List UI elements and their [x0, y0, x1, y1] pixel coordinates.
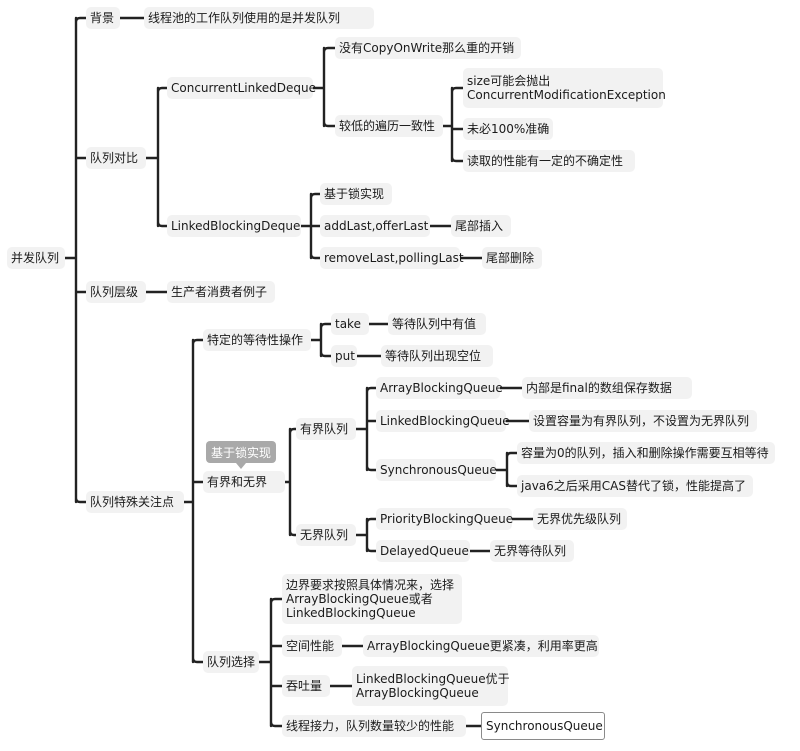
- background-note[interactable]: 线程池的工作队列使用的是并发队列: [144, 7, 374, 29]
- space-note[interactable]: ArrayBlockingQueue更紧凑，利用率更高: [363, 635, 599, 657]
- comparison-node[interactable]: 队列对比: [86, 147, 146, 169]
- background-node[interactable]: 背景: [86, 7, 120, 29]
- synchronous-capacity-note[interactable]: 容量为0的队列，插入和删除操作需要互相等待: [517, 442, 775, 464]
- remove-last-node[interactable]: removeLast,pollingLast: [320, 247, 464, 269]
- array-blocking-queue-node[interactable]: ArrayBlockingQueue: [376, 377, 503, 399]
- selection-node[interactable]: 队列选择: [203, 651, 259, 673]
- priority-blocking-queue-node[interactable]: PriorityBlockingQueue: [376, 508, 513, 530]
- read-uncertain-node[interactable]: 读取的性能有一定的不确定性: [463, 150, 635, 172]
- space-node[interactable]: 空间性能: [282, 635, 342, 657]
- linked-blocking-queue-node[interactable]: LinkedBlockingQueue: [376, 410, 510, 432]
- linked-blocking-queue-note[interactable]: 设置容量为有界队列，不设置为无界队列: [529, 410, 757, 432]
- handoff-note[interactable]: SynchronousQueue: [481, 712, 605, 740]
- take-node[interactable]: take: [331, 313, 369, 335]
- lock-based-node[interactable]: 基于锁实现: [320, 183, 392, 205]
- weak-consistency-node[interactable]: 较低的遍历一致性: [335, 115, 443, 137]
- edge-root: [63, 16, 88, 504]
- remove-last-note[interactable]: 尾部删除: [482, 247, 542, 269]
- not-exact-node[interactable]: 未必100%准确: [463, 118, 553, 140]
- edge-unbounded: [354, 517, 378, 553]
- root-label: 并发队列: [11, 251, 60, 265]
- hierarchy-node[interactable]: 队列层级: [86, 281, 146, 303]
- edge-special: [182, 338, 205, 664]
- edge-weak: [441, 86, 465, 163]
- root-node[interactable]: 并发队列: [7, 247, 65, 269]
- edge-cld: [311, 46, 337, 128]
- lock-based-callout: 基于锁实现: [206, 441, 276, 463]
- array-blocking-queue-note[interactable]: 内部是final的数组保存数据: [522, 377, 692, 399]
- edge-bounded: [354, 386, 378, 472]
- synchronous-cas-note[interactable]: java6之后采用CAS替代了锁，性能提高了: [517, 475, 753, 497]
- take-note[interactable]: 等待队列中有值: [388, 313, 486, 335]
- special-node[interactable]: 队列特殊关注点: [86, 491, 184, 513]
- synchronous-queue-node[interactable]: SynchronousQueue: [376, 459, 497, 481]
- edge-bounded-unbounded: [283, 427, 298, 537]
- concurrent-linked-deque-node[interactable]: ConcurrentLinkedDeque: [167, 77, 316, 99]
- priority-blocking-queue-note[interactable]: 无界优先级队列: [533, 508, 627, 530]
- bounded-node[interactable]: 有界队列: [296, 418, 356, 440]
- bounded-unbounded-node[interactable]: 有界和无界: [203, 471, 285, 493]
- add-last-node[interactable]: addLast,offerLast: [320, 215, 430, 237]
- delayed-queue-node[interactable]: DelayedQueue: [376, 540, 470, 562]
- hierarchy-note[interactable]: 生产者消费者例子: [167, 281, 275, 303]
- edge-selection: [257, 597, 284, 728]
- edge-comparison: [144, 86, 169, 228]
- put-node[interactable]: put: [331, 345, 357, 367]
- no-cow-overhead-node[interactable]: 没有CopyOnWrite那么重的开销: [335, 37, 521, 59]
- edge-sync: [494, 451, 519, 488]
- throughput-node[interactable]: 吞吐量: [282, 675, 330, 697]
- delayed-queue-note[interactable]: 无界等待队列: [490, 540, 574, 562]
- unbounded-node[interactable]: 无界队列: [296, 524, 356, 546]
- edge-lbd: [299, 192, 322, 260]
- linked-blocking-deque-node[interactable]: LinkedBlockingDeque: [167, 215, 301, 237]
- waiting-ops-node[interactable]: 特定的等待性操作: [203, 329, 311, 351]
- edge-waiting: [309, 322, 333, 358]
- handoff-node[interactable]: 线程接力，队列数量较少的性能: [282, 715, 466, 737]
- put-note[interactable]: 等待队列出现空位: [381, 345, 493, 367]
- add-last-note[interactable]: 尾部插入: [451, 215, 511, 237]
- callout-pointer: [236, 463, 246, 469]
